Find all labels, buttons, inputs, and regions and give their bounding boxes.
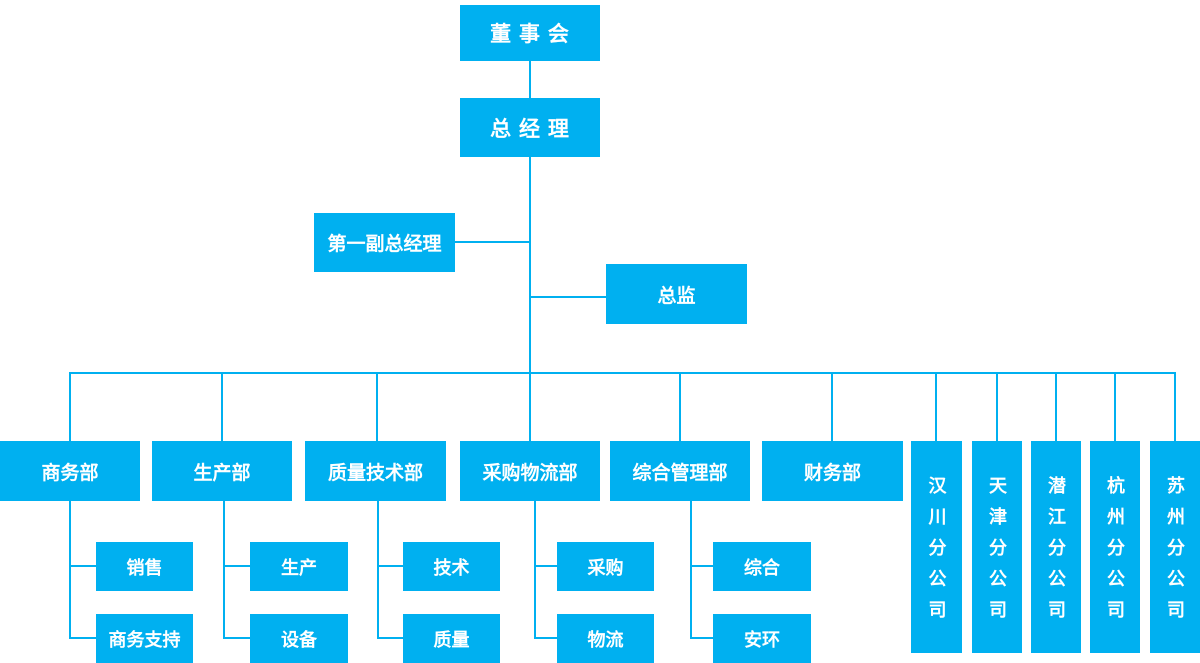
node-general-manager: 总 经 理 bbox=[460, 98, 600, 157]
node-label: 苏州分公司 bbox=[1165, 476, 1185, 631]
connector-line bbox=[1114, 372, 1116, 441]
node-sub-safety-environment: 安环 bbox=[713, 614, 811, 663]
connector-line bbox=[376, 372, 378, 441]
connector-line bbox=[831, 372, 833, 441]
node-director: 总监 bbox=[606, 264, 747, 324]
connector-line bbox=[223, 637, 250, 639]
connector-line bbox=[529, 372, 531, 441]
node-label: 综合 bbox=[744, 557, 780, 578]
connector-line bbox=[377, 637, 403, 639]
connector-line bbox=[679, 372, 681, 441]
node-sub-technology: 技术 bbox=[403, 542, 500, 591]
node-dept-procurement-logistics: 采购物流部 bbox=[460, 441, 600, 501]
node-label: 第一副总经理 bbox=[327, 234, 442, 255]
connector-line bbox=[690, 637, 713, 639]
node-first-deputy-general-manager: 第一副总经理 bbox=[314, 213, 455, 272]
node-branch-tianjin: 天津分公司 bbox=[972, 441, 1022, 653]
node-label: 采购 bbox=[587, 557, 624, 578]
connector-line bbox=[377, 565, 403, 567]
node-sub-procurement: 采购 bbox=[557, 542, 654, 591]
node-sub-general: 综合 bbox=[713, 542, 811, 591]
node-label: 生产 bbox=[281, 557, 317, 578]
connector-line bbox=[529, 61, 531, 98]
connector-line bbox=[1174, 372, 1176, 441]
node-label: 天津分公司 bbox=[987, 476, 1007, 631]
connector-line bbox=[69, 565, 96, 567]
connector-line bbox=[69, 372, 1176, 374]
node-branch-suzhou: 苏州分公司 bbox=[1150, 441, 1200, 653]
node-sub-logistics: 物流 bbox=[557, 614, 654, 663]
node-branch-hangzhou: 杭州分公司 bbox=[1090, 441, 1140, 653]
connector-line bbox=[69, 372, 71, 441]
node-branch-qianjiang: 潜江分公司 bbox=[1031, 441, 1081, 653]
connector-line bbox=[534, 637, 557, 639]
node-sub-sales: 销售 bbox=[96, 542, 193, 591]
connector-line bbox=[1055, 372, 1057, 441]
connector-line bbox=[223, 501, 225, 639]
node-label: 安环 bbox=[744, 629, 780, 650]
node-label: 总监 bbox=[657, 285, 696, 307]
node-label: 杭州分公司 bbox=[1105, 476, 1125, 631]
connector-line bbox=[455, 241, 531, 243]
node-label: 商务部 bbox=[41, 462, 99, 484]
node-sub-production: 生产 bbox=[250, 542, 348, 591]
connector-line bbox=[69, 501, 71, 639]
node-label: 设备 bbox=[281, 629, 317, 650]
node-label: 质量 bbox=[433, 629, 470, 650]
node-branch-hanchuan: 汉川分公司 bbox=[911, 441, 962, 653]
node-label: 商务支持 bbox=[108, 629, 181, 650]
node-label: 质量技术部 bbox=[327, 462, 423, 484]
node-sub-equipment: 设备 bbox=[250, 614, 348, 663]
node-dept-production: 生产部 bbox=[152, 441, 292, 501]
node-label: 综合管理部 bbox=[632, 462, 728, 484]
node-label: 采购物流部 bbox=[482, 462, 578, 484]
node-label: 财务部 bbox=[803, 462, 861, 484]
node-label: 技术 bbox=[433, 557, 470, 578]
connector-line bbox=[377, 501, 379, 639]
node-dept-finance: 财务部 bbox=[762, 441, 903, 501]
connector-line bbox=[221, 372, 223, 441]
connector-line bbox=[690, 501, 692, 639]
node-label: 销售 bbox=[126, 557, 163, 578]
connector-line bbox=[534, 565, 557, 567]
connector-line bbox=[690, 565, 713, 567]
connector-line bbox=[534, 501, 536, 639]
node-label: 潜江分公司 bbox=[1046, 476, 1066, 631]
node-label: 生产部 bbox=[193, 462, 251, 484]
connector-line bbox=[223, 565, 250, 567]
node-label: 汉川分公司 bbox=[926, 476, 947, 631]
connector-line bbox=[996, 372, 998, 441]
node-sub-quality: 质量 bbox=[403, 614, 500, 663]
node-dept-quality-tech: 质量技术部 bbox=[305, 441, 446, 501]
connector-line bbox=[935, 372, 937, 441]
connector-line bbox=[529, 157, 531, 374]
connector-line bbox=[69, 637, 96, 639]
node-sub-business-support: 商务支持 bbox=[96, 614, 193, 663]
connector-line bbox=[529, 296, 607, 298]
node-board-of-directors: 董 事 会 bbox=[460, 5, 600, 61]
node-label: 董 事 会 bbox=[490, 23, 570, 46]
node-dept-commerce: 商务部 bbox=[0, 441, 140, 501]
node-dept-general-admin: 综合管理部 bbox=[610, 441, 750, 501]
node-label: 物流 bbox=[587, 629, 624, 650]
node-label: 总 经 理 bbox=[490, 117, 570, 141]
